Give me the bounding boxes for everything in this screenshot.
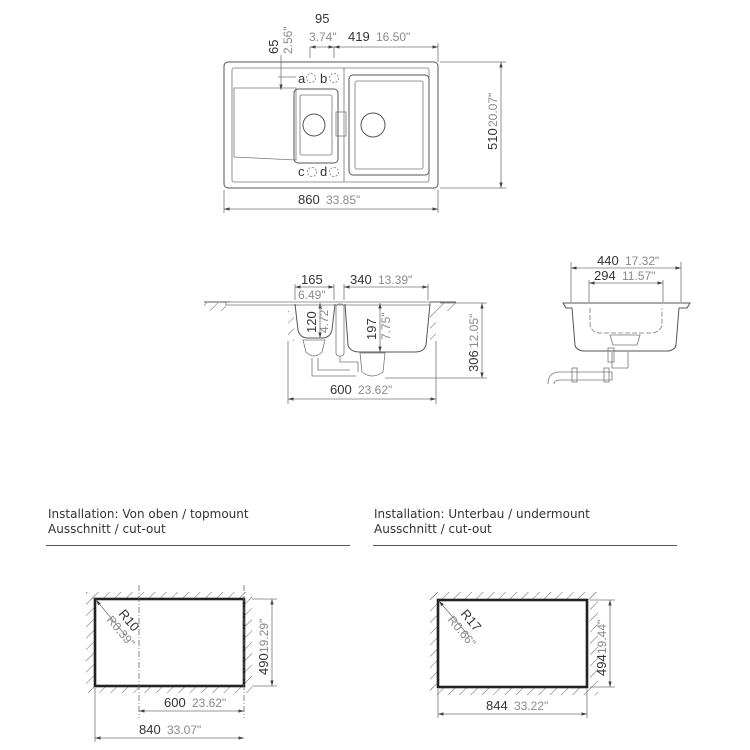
dim-340-in: 13.39" [378, 273, 412, 287]
dim-600-in: 23.62" [358, 383, 392, 397]
topmount-heading-line1: Installation: Von oben / topmount [48, 507, 249, 521]
tm-cabinet: 600 [164, 695, 186, 710]
tm-width-in: 33.07" [167, 723, 201, 737]
dim-440: 440 [597, 253, 619, 268]
dim-306-in: 12.05" [467, 314, 481, 348]
tap-hole-b-label: b [320, 71, 327, 86]
topmount-cutout: R10 R0.39" 490 19.29" 600 23.62" 840 33.… [86, 585, 277, 742]
tap-hole-c-label: c [298, 164, 305, 179]
um-depth: 494 [594, 654, 609, 676]
dim-95-in: 3.74" [309, 30, 337, 44]
dim-510: 510 [485, 128, 500, 150]
um-width-in: 33.22" [514, 699, 548, 713]
tm-depth-in: 19.29" [257, 619, 271, 653]
dim-600: 600 [330, 382, 352, 397]
dim-860: 860 [298, 192, 320, 207]
side-section: 440 17.32" 294 11.57" [547, 253, 691, 385]
dim-95: 95 [315, 11, 329, 26]
tm-depth: 490 [256, 653, 271, 675]
dim-440-in: 17.32" [625, 254, 659, 268]
undermount-heading: Installation: Unterbau / undermount Auss… [374, 507, 590, 537]
dim-306: 306 [466, 350, 481, 372]
undermount-heading-line2: Ausschnitt / cut-out [374, 522, 492, 536]
dim-294-in: 11.57" [622, 269, 655, 283]
undermount-divider [373, 545, 677, 546]
dim-510-in: 20.07" [486, 93, 500, 127]
undermount-heading-line1: Installation: Unterbau / undermount [374, 507, 590, 521]
tm-cabinet-in: 23.62" [192, 696, 226, 710]
dim-419: 419 [348, 29, 370, 44]
undermount-cutout: R17 R0.66" 494 19.44" 844 33.22" [430, 592, 615, 718]
topmount-heading-line2: Ausschnitt / cut-out [48, 522, 166, 536]
tap-hole-d-label: d [320, 164, 327, 179]
tm-width: 840 [139, 722, 161, 737]
dim-197: 197 [364, 318, 379, 340]
dim-197-in: 7.75" [379, 312, 393, 340]
um-depth-in: 19.44" [595, 620, 609, 654]
dim-165: 165 [301, 272, 323, 287]
dim-419-in: 16.50" [376, 30, 410, 44]
dim-340: 340 [350, 272, 372, 287]
front-section: 165 6.49" 340 13.39" 120 4.72" 197 7.75"… [204, 272, 487, 404]
dim-165-in: 6.49" [298, 288, 326, 302]
top-view: a b c d 65 2.56" 95 3.74" 419 16.50" 510… [223, 11, 506, 213]
topmount-heading: Installation: Von oben / topmount Aussch… [48, 507, 249, 537]
dim-860-in: 33.85" [326, 193, 360, 207]
dim-294: 294 [594, 268, 616, 283]
dim-120-in: 4.72" [317, 305, 331, 333]
topmount-divider [46, 545, 350, 546]
um-width: 844 [486, 698, 508, 713]
dim-120: 120 [304, 311, 319, 333]
dim-65: 65 [266, 40, 281, 54]
tap-hole-a-label: a [298, 71, 306, 86]
dim-65-in: 2.56" [281, 26, 295, 54]
